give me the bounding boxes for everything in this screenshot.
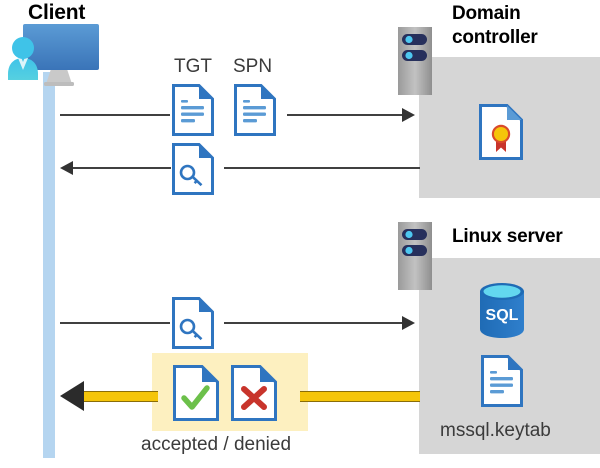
- server-rack-icon-domain-controller: [398, 27, 432, 100]
- svg-text:SQL: SQL: [486, 307, 519, 324]
- flow-client-to-dc-arrowhead: [402, 108, 415, 122]
- domain-controller-title-line1: Domain: [452, 3, 521, 24]
- flow-dc-to-client-segment-right: [224, 167, 420, 169]
- keytab-label: mssql.keytab: [440, 420, 551, 441]
- server-rack-icon-linux-server: [398, 222, 432, 295]
- certificate-document-icon: [479, 104, 523, 160]
- denied-document-icon: [231, 365, 277, 421]
- spn-label: SPN: [233, 56, 273, 77]
- flow-dc-to-client-segment-left: [73, 167, 171, 169]
- domain-controller-title-line2: controller: [452, 27, 538, 48]
- flow-client-to-dc-segment-right: [287, 114, 402, 116]
- flow-client-to-dc-segment-left: [60, 114, 170, 116]
- accepted-document-icon: [173, 365, 219, 421]
- spn-document-icon: [234, 84, 276, 136]
- flow-dc-to-client-arrowhead: [60, 161, 73, 175]
- flow-client-to-linux-arrowhead: [402, 316, 415, 330]
- linux-server-title: Linux server: [452, 226, 563, 247]
- client-title: Client: [28, 1, 86, 24]
- flow-result-segment-right: [300, 391, 420, 402]
- flow-client-to-linux-segment-left: [60, 322, 170, 324]
- tgt-label: TGT: [174, 56, 212, 77]
- keytab-document-icon: [481, 355, 523, 407]
- tgt-document-icon: [172, 84, 214, 136]
- client-workstation-user-icon: [4, 22, 108, 99]
- sql-database-cylinder-icon: SQL: [477, 282, 527, 345]
- flow-client-to-linux-segment-right: [224, 322, 402, 324]
- domain-controller-title: Domain controller: [452, 2, 592, 50]
- flow-result-arrowhead: [60, 381, 84, 411]
- key-document-icon-service-ticket: [172, 297, 214, 349]
- key-document-icon-ticket: [172, 143, 214, 195]
- client-lifeline: [43, 72, 55, 458]
- flow-result-segment-left: [82, 391, 158, 402]
- accepted-denied-label: accepted / denied: [141, 434, 292, 455]
